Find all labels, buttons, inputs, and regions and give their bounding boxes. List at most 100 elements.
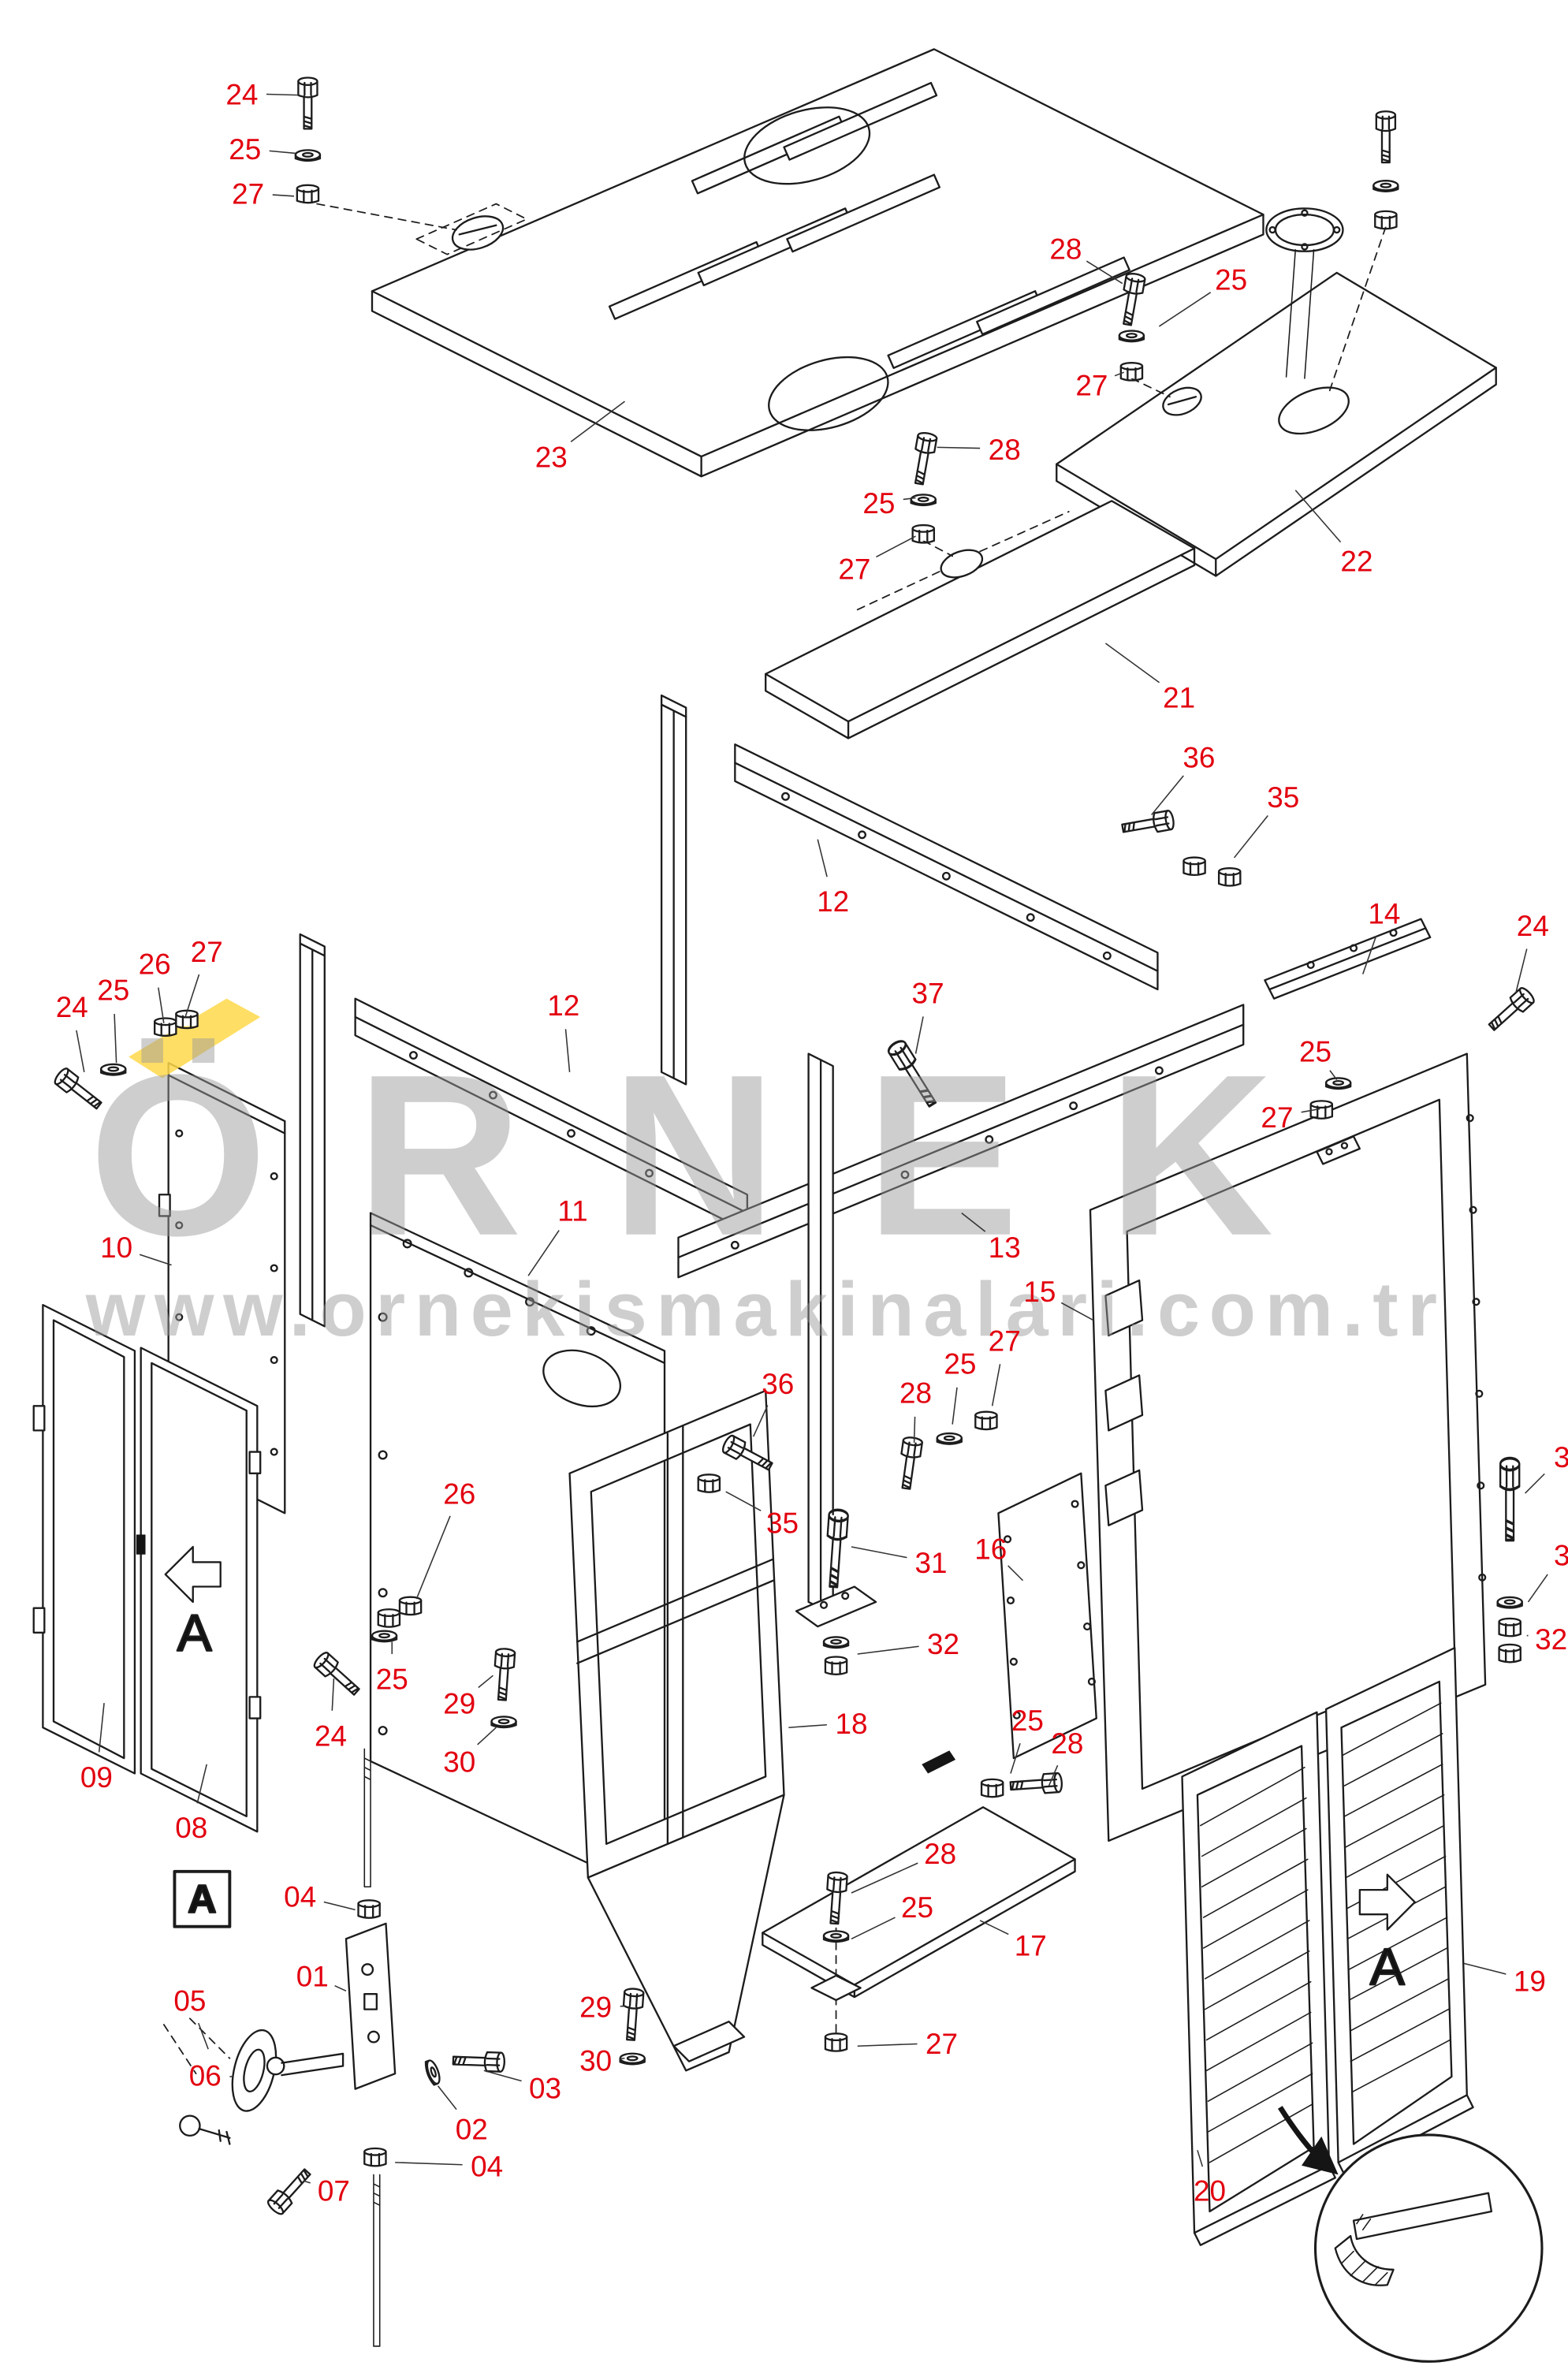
leader-line-03	[483, 2070, 522, 2082]
washer-32	[822, 1636, 850, 1649]
part-label-07: 07	[318, 2174, 350, 2207]
leader-line-32	[857, 1645, 919, 1655]
leader-line-28	[1048, 1764, 1059, 1786]
washer-30	[490, 1716, 517, 1729]
part-label-26: 26	[139, 948, 171, 981]
part-label-09: 09	[80, 1761, 113, 1794]
part-label-27: 27	[1261, 1101, 1293, 1134]
part-label-15: 15	[1023, 1276, 1056, 1308]
leader-line-25	[269, 150, 296, 155]
part-label-27: 27	[1075, 369, 1108, 401]
part-label-23: 23	[535, 441, 568, 474]
washer-02	[423, 2058, 443, 2087]
part-label-24: 24	[225, 78, 258, 110]
watermark-url: www.ornekismakinalari.com.tr	[85, 1266, 1447, 1352]
part-label-08: 08	[175, 1812, 207, 1844]
latch-23	[415, 203, 528, 255]
lock-assembly	[179, 1748, 397, 2347]
leader-line-3	[1527, 1574, 1548, 1603]
bolt-28	[1375, 110, 1397, 164]
leader-line-25	[1010, 1742, 1021, 1774]
leader-line-12	[817, 839, 828, 877]
leader-line-25	[1158, 292, 1212, 327]
part-label-35: 35	[1267, 781, 1299, 814]
dashed-links	[162, 203, 1387, 2075]
part-12-rail-upper	[734, 743, 1159, 991]
leader-line-28	[913, 1416, 916, 1443]
washer-25	[294, 149, 322, 162]
leader-line-04	[323, 1901, 356, 1911]
detail-marker-a-box: A	[173, 1869, 232, 1928]
leader-line-10	[139, 1254, 172, 1266]
part-label-04: 04	[284, 1880, 316, 1913]
part-label-28: 28	[989, 434, 1021, 466]
leader-line-08	[196, 1764, 207, 1804]
washer-25	[371, 1630, 398, 1643]
part-label-25: 25	[944, 1348, 976, 1380]
leader-line-12	[564, 1029, 571, 1072]
part-label-32: 32	[1535, 1623, 1567, 1656]
exhaust-plate	[1265, 207, 1344, 379]
nut-27	[296, 184, 320, 204]
part-label-25: 25	[97, 974, 129, 1007]
part-label-28: 28	[1051, 1727, 1083, 1760]
part-label-3: 3	[1554, 1441, 1568, 1474]
washer-25	[936, 1432, 963, 1445]
leader-lines	[76, 93, 1548, 2184]
part-08-door: A	[136, 1347, 262, 1833]
leader-line-14	[1361, 935, 1377, 974]
leader-line-25	[903, 497, 916, 501]
leader-line-11	[527, 1230, 560, 1276]
part-label-17: 17	[1015, 1930, 1047, 1962]
bolt-29	[620, 1987, 645, 2042]
nut-27	[1374, 210, 1398, 230]
leader-line-25	[1329, 1070, 1338, 1081]
leader-line-27	[1114, 371, 1124, 377]
leader-line-15	[1060, 1302, 1094, 1321]
nut-27	[1119, 362, 1144, 382]
washer-25	[822, 1930, 850, 1943]
part-label-24: 24	[56, 991, 88, 1023]
part-label-32: 32	[927, 1628, 959, 1660]
washer-25	[1118, 330, 1145, 343]
leader-line-09	[98, 1703, 105, 1753]
nut-32	[1498, 1617, 1521, 1637]
part-15-window-frame	[1089, 1053, 1487, 1842]
part-label-30: 30	[579, 2044, 612, 2077]
part-label-36: 36	[1183, 741, 1215, 773]
leader-line-24	[76, 1030, 85, 1073]
bolt-28	[908, 430, 939, 486]
nut-26	[377, 1608, 401, 1628]
part-19-louver-door: A	[1324, 1647, 1474, 2176]
leader-line-24	[266, 93, 299, 96]
nut-35	[1183, 856, 1206, 877]
part-label-21: 21	[1163, 682, 1195, 714]
bolt-28	[1116, 271, 1147, 327]
leader-line-04	[395, 2162, 463, 2166]
leader-line-27	[184, 974, 200, 1018]
highlight-mark	[128, 998, 261, 1079]
bolt-24	[1484, 985, 1537, 1036]
leader-line-27	[1301, 1108, 1320, 1113]
part-label-18: 18	[835, 1708, 867, 1740]
part-label-25: 25	[862, 487, 895, 520]
leader-line-07	[303, 2180, 311, 2184]
part-label-29: 29	[443, 1688, 475, 1720]
lock-plate	[810, 1974, 862, 2002]
leader-line-05	[198, 2022, 209, 2050]
leader-line-3	[1525, 1473, 1545, 1494]
part-label-13: 13	[989, 1231, 1021, 1264]
part-label-25: 25	[1299, 1035, 1331, 1067]
part-23-roof-panel	[371, 48, 1264, 478]
part-label-25: 25	[901, 1891, 933, 1924]
bolt-28	[1009, 1772, 1063, 1797]
leader-line-19	[1463, 1962, 1507, 1975]
watermark: ÖRNEK www.ornekismakinalari.com.tr	[85, 1026, 1447, 1352]
leader-line-26	[158, 987, 165, 1023]
part-label-36: 36	[762, 1368, 794, 1400]
leader-line-28	[1086, 260, 1123, 285]
part-label-28: 28	[1049, 233, 1082, 265]
nut-35	[697, 1474, 721, 1493]
part-label-16: 16	[974, 1533, 1007, 1566]
